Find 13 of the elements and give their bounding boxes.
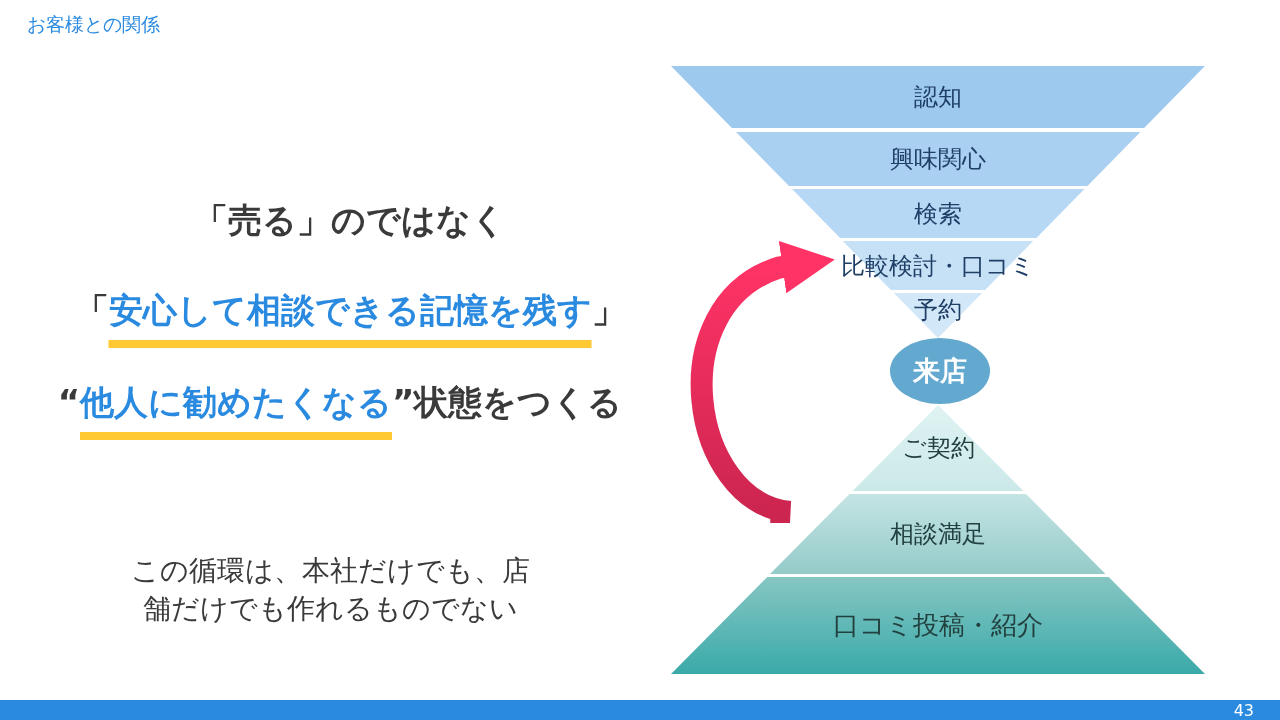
note-text: この循環は、本社だけでも、店舗だけでも作れるものでない xyxy=(129,553,531,627)
headline-text: “他人に勧めたくなる”状態をつくる xyxy=(56,381,624,424)
headline-text: 「売る」のではなく xyxy=(193,199,507,242)
funnel-band: 検索 xyxy=(791,189,1085,238)
funnel-band: 予約 xyxy=(823,293,1053,338)
funnel-band: 興味関心 xyxy=(735,132,1141,186)
pyramid-band: 口コミ投稿・紹介 xyxy=(671,577,1205,674)
funnel-band: 認知 xyxy=(671,66,1205,128)
headline-text: 「安心して相談できる記憶を残す」 xyxy=(73,289,627,332)
visit-ellipse: 来店 xyxy=(890,338,990,404)
pyramid-band: 相談満足 xyxy=(770,494,1106,574)
slide-title: お客様との関係 xyxy=(27,12,160,37)
page-number: 43 xyxy=(1232,701,1254,720)
